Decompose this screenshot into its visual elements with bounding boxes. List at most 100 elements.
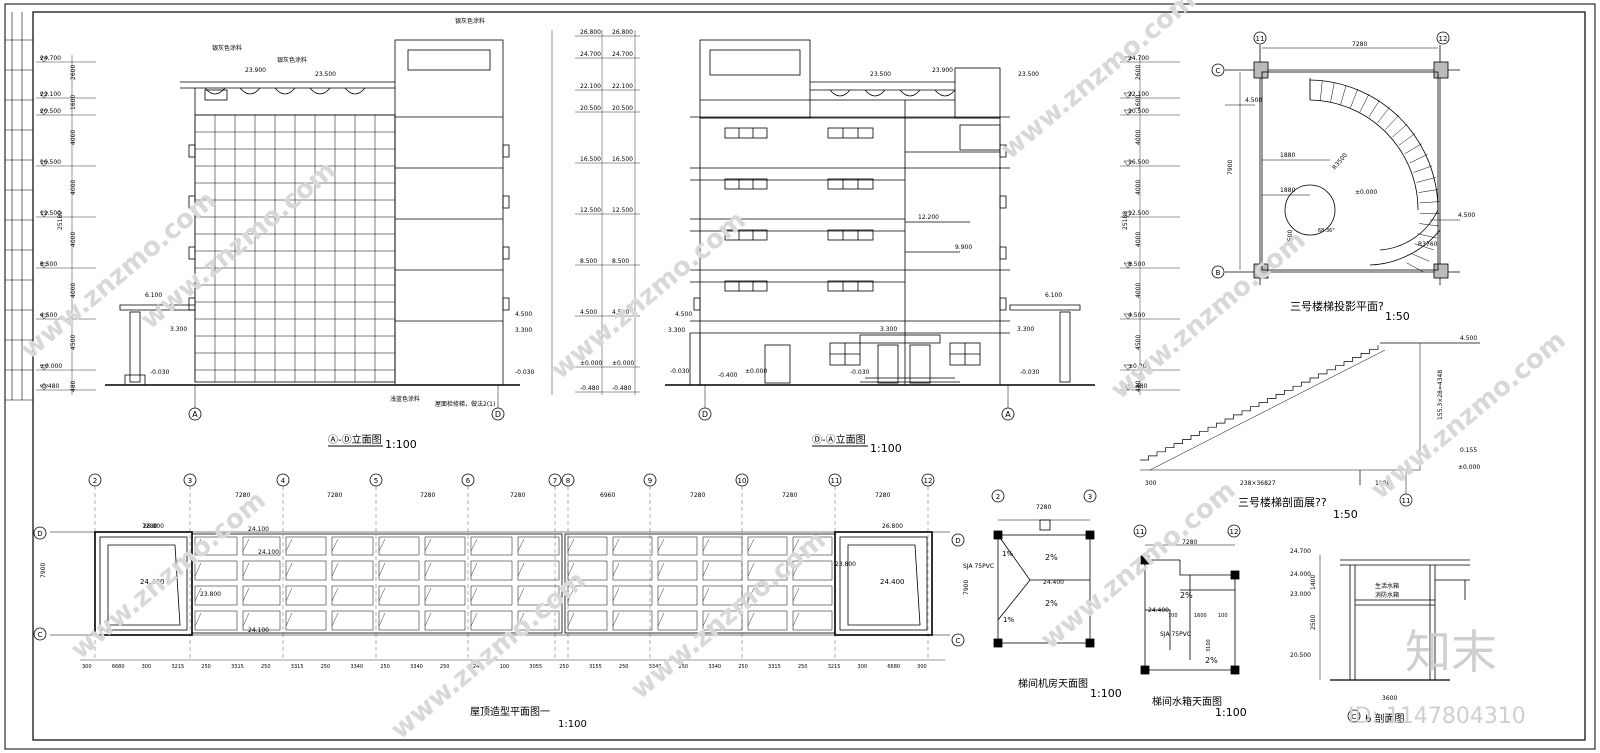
dim-vertical: 2600 [70,65,77,80]
roof-grid-label: 9 [648,477,652,485]
level-label: 22.100 [612,83,633,90]
roof-bottom-dim: 250 [679,664,689,670]
grid-label-a-mid: A [1005,410,1011,419]
svg-text:1:100: 1:100 [1090,687,1122,700]
lv-m030-a: -0.030 [150,369,170,376]
level-label: 22.100 [40,91,61,98]
level-label: 16.500 [40,159,61,166]
roof-bottom-dim: 3215 [171,664,184,670]
wt-slope-2: 2% [1205,656,1218,665]
roof-bottom-dim: 3340 [410,664,423,670]
grid-2-mr: 2 [996,493,1000,501]
wt-slope-1: 2% [1180,591,1193,600]
title-stair-plan: 三号楼梯投影平面? 1:50 [1290,299,1410,323]
roof-grid-label: 8 [566,477,570,485]
lv-3300-b2: 3.300 [668,327,685,334]
stair-1880a: 1880 [1280,152,1295,159]
grid-3-mr: 3 [1088,493,1092,501]
roof-span-6: 7280 [690,492,705,499]
roof-level-24400-a: 24.400 [140,578,165,586]
level-label: 26.800 [612,29,633,36]
level-label: 22.100 [1128,91,1149,98]
roof-bottom-dim: 3240 [470,664,483,670]
roof-grid-label: 4 [281,477,286,485]
lv-3300-b3: 3.300 [1017,326,1034,333]
lv-m400: -0.400 [718,372,738,379]
level-label: ±0.000 [40,363,62,370]
mr-slope-3: 1% [1002,550,1013,558]
wt-lv: 24.400 [1148,607,1169,614]
title-elevation-a-d: Ⓐ-Ⓓ立面图 1:100 [328,433,417,451]
roof-bottom-dim: 250 [201,664,211,670]
level-label: 12.500 [580,207,601,214]
grid-c-mr: C [956,637,961,645]
roof-level-26800-a: 26.800 [143,523,164,530]
lv-m030-b3: -0.030 [1020,369,1040,376]
level-label: 4.500 [612,309,629,316]
level-label: 8.500 [580,258,597,265]
level-label: -0.480 [1128,383,1148,390]
roof-level-23800-a: 23.800 [200,591,221,598]
stair-lv-4500: 4.500 [1245,97,1262,104]
dim-vertical: 2600 [1135,65,1142,80]
dim-vertical: 480 [1135,380,1142,392]
mr-lv: 24.400 [1043,579,1064,586]
drawing-frame [32,11,1586,741]
level-label: 4.500 [40,312,57,319]
stair-r: R3760 [1418,241,1438,248]
secb-20500: 20.500 [1290,652,1311,659]
level-label: 26.800 [580,29,601,36]
site-watermark: www.znzmo.com [545,205,751,385]
lv-23900-b: 23.900 [932,67,953,74]
svg-text:Ⓐ-Ⓓ立面图: Ⓐ-Ⓓ立面图 [328,433,382,446]
level-label: ±0.000 [1128,363,1150,370]
roof-bottom-dim: 3155 [589,664,602,670]
title-machine-room: 梯间机房天面图 1:100 [1018,677,1122,700]
level-label: 20.500 [1128,108,1149,115]
roof-bottom-dim: 250 [559,664,569,670]
stair-lv-4500b: 4.500 [1458,212,1475,219]
level-label: 8.500 [612,258,629,265]
grid-c-sec: C [1352,713,1357,721]
roof-bottom-dim: 250 [321,664,331,670]
level-label: 16.500 [1128,159,1149,166]
roof-span-1: 7280 [235,492,250,499]
dim-vertical: 25180 [57,211,64,230]
level-label: 4.500 [1128,312,1145,319]
lv-4500-a: 4.500 [515,311,532,318]
stair-h: 7900 [1227,160,1234,175]
roof-bottom-dim: 100 [500,664,510,670]
svg-text:Ⓓ-Ⓐ立面图: Ⓓ-Ⓐ立面图 [812,433,866,446]
dim-vertical: 4000 [1135,232,1142,247]
roof-bottom-dim: 300 [142,664,152,670]
sec-1880: 1880 [1375,480,1390,487]
svg-text:1:100: 1:100 [385,438,417,451]
grid-11-sec: 11 [1402,497,1411,505]
lv-3300-a: 3.300 [170,326,187,333]
stair-2500: 2500 [1287,230,1294,245]
roof-level-24400-b: 24.400 [880,578,905,586]
wt-1600: 1600 [1194,613,1207,619]
roof-span-5: 6960 [600,492,615,499]
level-label: 12.500 [1128,210,1149,217]
roof-bottom-dim: 3340 [350,664,363,670]
mr-slope-1: 2% [1045,553,1058,562]
title-block-strip [5,12,33,401]
dim-vertical: 25180 [1122,211,1129,230]
roof-span-2: 7280 [327,492,342,499]
roof-span-3: 7280 [420,492,435,499]
lv-6100-b: 6.100 [1045,292,1062,299]
wt-100: 100 [1218,613,1228,619]
roof-bottom-dim: 250 [380,664,390,670]
level-label: ±0.000 [580,360,602,367]
level-label: 8.500 [1128,261,1145,268]
levels-right: 24.70022.10020.50016.50012.5008.5004.500… [1120,55,1180,391]
svg-text:1:100: 1:100 [1215,706,1247,719]
note-paint-1: 银灰色涂料 [212,44,242,52]
roof-depth: 7900 [40,563,47,578]
roof-grid-label: 11 [831,477,840,485]
lv-6100-a: 6.100 [145,292,162,299]
roof-plan [33,473,950,660]
